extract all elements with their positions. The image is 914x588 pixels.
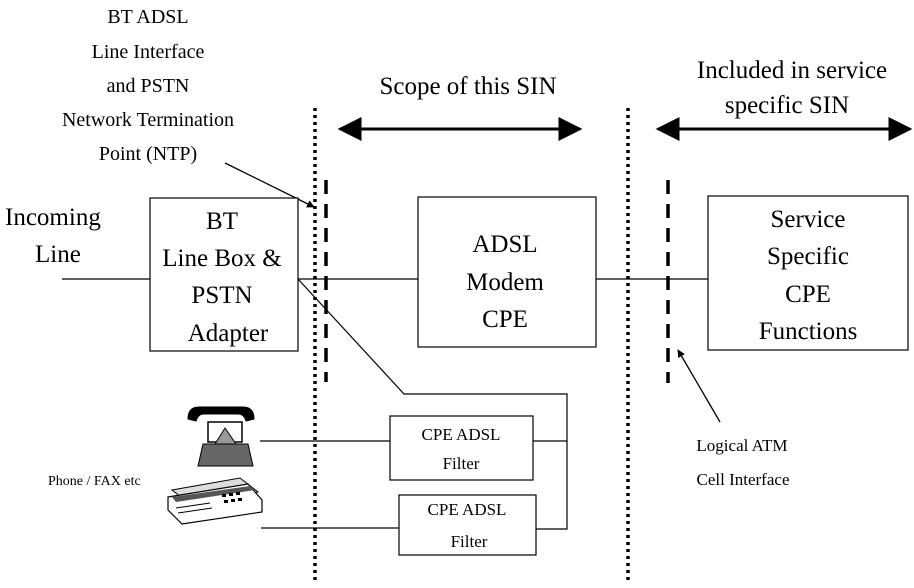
ntp-label-line-3: and PSTN: [107, 75, 190, 97]
service-sin-label-line-1: Included in service: [697, 57, 887, 84]
bottom-filter-box: [398, 494, 537, 556]
filter-bus-wire: [297, 278, 568, 530]
phone-fax-label: Phone / FAX etc: [48, 474, 141, 489]
bottom-filter-line-1: CPE ADSL: [428, 500, 507, 519]
ntp-pointer-arrow: [224, 162, 315, 208]
service-sin-label: Included in service specific SIN: [697, 57, 887, 119]
ntp-label-line-4: Network Termination: [62, 109, 234, 131]
bottom-filter-line-2: Filter: [451, 532, 488, 551]
incoming-line-label-line-2: Line: [35, 241, 81, 268]
bt-line-box: [149, 197, 299, 352]
incoming-line-label: Incoming Line: [5, 204, 101, 268]
modem-box-line-3: CPE: [482, 306, 528, 333]
service-cpe-box: [707, 195, 909, 351]
service-box-line-4: Functions: [759, 318, 858, 345]
ntp-label-line-1: BT ADSL: [107, 6, 188, 28]
bt-box-line-3: PSTN: [191, 282, 252, 309]
service-box-line-1: Service: [771, 206, 846, 233]
ntp-label: BT ADSL Line Interface and PSTN Network …: [62, 6, 234, 165]
ntp-label-line-5: Point (NTP): [99, 143, 197, 165]
top-filter-line-1: CPE ADSL: [422, 425, 501, 444]
scope-label: Scope of this SIN: [379, 73, 556, 100]
service-sin-label-line-2: specific SIN: [725, 92, 849, 119]
service-box-line-3: CPE: [785, 281, 831, 308]
bt-box-line-4: Adapter: [188, 320, 269, 347]
top-filter-box: [389, 415, 534, 481]
modem-box-line-1: ADSL: [472, 231, 537, 258]
incoming-line-label-line-1: Incoming: [5, 204, 101, 231]
atm-pointer-arrow: [677, 349, 721, 423]
modem-box-line-2: Modem: [466, 269, 544, 296]
top-filter-line-2: Filter: [443, 454, 480, 473]
fax-machine-icon: [167, 477, 263, 525]
atm-label-line-2: Cell Interface: [697, 470, 790, 489]
ntp-label-line-2: Line Interface: [92, 41, 205, 63]
service-box-line-2: Specific: [767, 243, 849, 270]
atm-interface-label: Logical ATM Cell Interface: [696, 436, 789, 489]
bt-box-line-2: Line Box &: [162, 245, 281, 272]
telephone-icon: [187, 406, 255, 467]
adsl-modem-box: [417, 196, 597, 348]
atm-label-line-1: Logical ATM: [696, 436, 787, 455]
bt-box-line-1: BT: [206, 208, 238, 235]
